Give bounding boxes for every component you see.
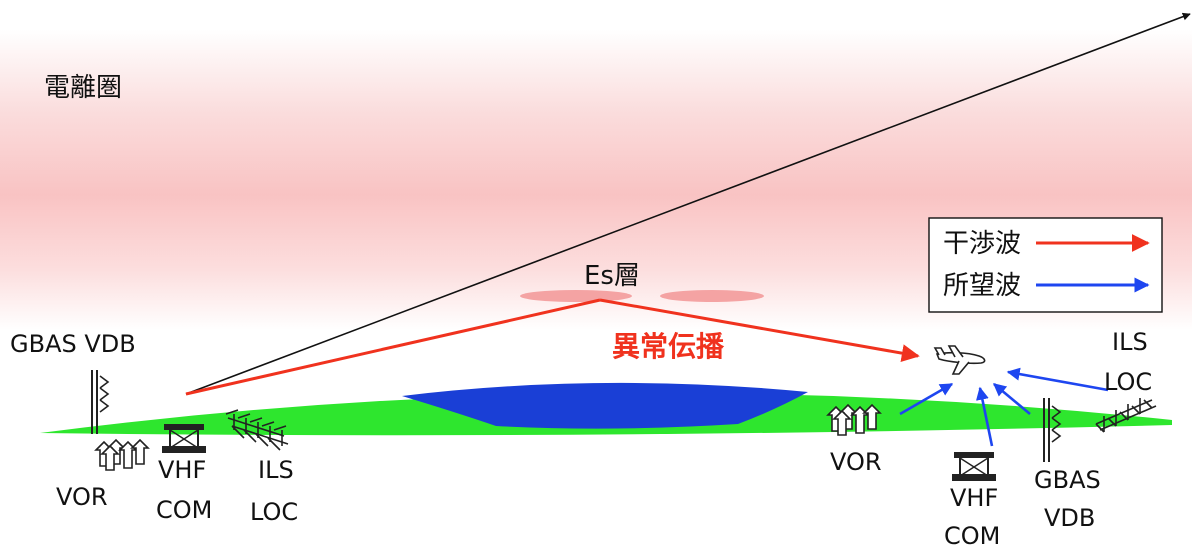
vor-right-label: VOR	[830, 448, 882, 476]
desired-ray-gbas	[993, 383, 1031, 415]
loc-left-label: LOC	[250, 498, 298, 526]
interference-ray-up	[185, 298, 601, 396]
gbas-antenna-icon	[91, 370, 110, 434]
vhf-com-icon	[162, 424, 206, 453]
skyward-ray	[185, 12, 1191, 395]
com-left-label: COM	[156, 496, 212, 524]
gbas-vdb-left-label: GBAS VDB	[10, 330, 136, 358]
vdb-right-label: VDB	[1044, 504, 1095, 532]
gbas-antenna-icon	[1043, 398, 1062, 462]
ils-loc-icon	[225, 409, 289, 451]
vhf-right-label: VHF	[950, 484, 998, 512]
com-right-label: COM	[944, 522, 1000, 548]
aircraft-icon	[933, 345, 986, 375]
legend: 干渉波 所望波	[928, 217, 1163, 313]
ionosphere-label: 電離圏	[44, 73, 122, 103]
es-layer-label: Es層	[584, 261, 640, 291]
legend-interference-label: 干渉波	[943, 229, 1021, 259]
vor-antenna-icon	[94, 438, 150, 471]
es-layer-patch-left	[520, 290, 632, 302]
es-layer-patch-right	[660, 290, 764, 302]
gbas-right-label: GBAS	[1034, 466, 1101, 494]
desired-ray-ils	[1006, 367, 1109, 392]
sea-surface	[402, 382, 808, 429]
ils-loc-icon	[1095, 398, 1157, 433]
legend-desired-label: 所望波	[943, 271, 1021, 301]
vhf-com-icon	[952, 452, 996, 481]
desired-ray-vhf	[976, 386, 994, 447]
interference-ray-down	[599, 298, 920, 363]
anomalous-propagation-label: 異常伝播	[612, 330, 725, 363]
desired-ray-vor	[899, 382, 954, 416]
loc-right-label: LOC	[1104, 368, 1152, 396]
ils-left-label: ILS	[258, 456, 294, 484]
vhf-left-label: VHF	[158, 456, 206, 484]
vor-antenna-icon	[826, 403, 882, 436]
legend-box	[928, 217, 1163, 313]
ils-right-label: ILS	[1112, 328, 1148, 356]
vor-left-label: VOR	[56, 483, 108, 511]
